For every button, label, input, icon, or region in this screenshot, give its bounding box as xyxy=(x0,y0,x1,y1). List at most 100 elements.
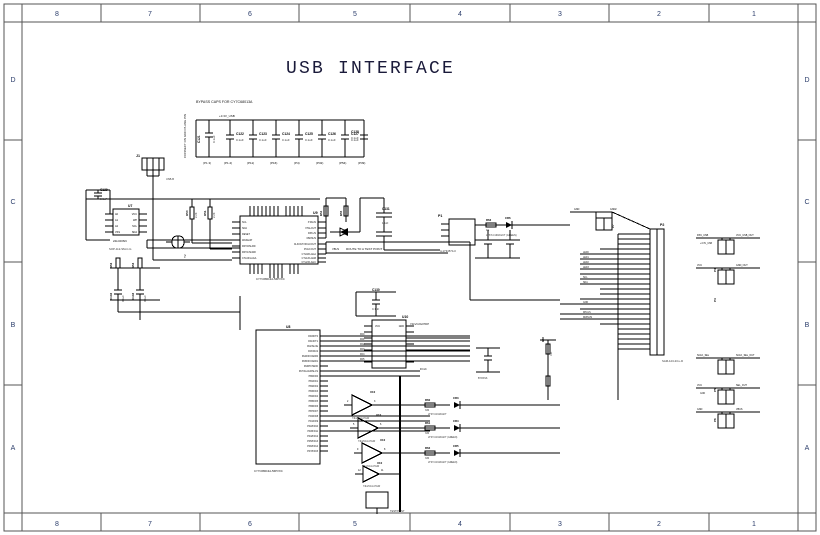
border-col-4-top: 4 xyxy=(458,11,462,18)
u8-pin-10: PB2/FD2 xyxy=(309,386,319,388)
gate1-res-value: 330 xyxy=(425,432,430,435)
connector-P1-ref: P1 xyxy=(438,214,442,218)
buffer-gate-2: U10 9 8 74LVC1G17GW R62 330 CR5 LTST-C19… xyxy=(354,438,490,468)
p2-net-5: SDA xyxy=(583,281,588,284)
u9-pin-wakeup: WAKEUP xyxy=(242,239,253,242)
gate0-res-ref: R60 xyxy=(425,398,431,402)
u7-pin-sda: SDA xyxy=(132,231,137,234)
border-col-8-top: 8 xyxy=(55,11,59,18)
jumper-P6-right-net: SEL_OUT xyxy=(736,384,747,387)
gate3-out-pin: 11 xyxy=(381,469,384,472)
jumper-P4-right-net: GND_OUT xyxy=(736,264,748,267)
border-row-b-right: B xyxy=(805,322,810,329)
jumper-P8[interactable]: GND VBUS xyxy=(696,408,760,429)
bypass-cap-bank: BYPASS CAPS FOR CY7C68013A +3.3V_USB CON… xyxy=(183,100,368,165)
connector-P2[interactable]: P2 SAM-123-23-L-D LED0 LED1 LED2 LED3 SC… xyxy=(560,223,683,400)
jumper-P7[interactable]: P7 GND GND2 xyxy=(570,208,651,231)
capacitor-C124: C124 0.1uF (P16) xyxy=(270,120,290,165)
gate1-ref: U10 xyxy=(376,413,382,417)
net-label-ifclk: IFCLK xyxy=(420,368,427,371)
cap-C130-value: 0.1uF xyxy=(372,307,379,311)
border-col-2-top: 2 xyxy=(657,11,661,18)
u7-pin-scl: SCL xyxy=(132,225,137,228)
u9-pin-scl: SCL xyxy=(242,221,247,224)
cap-C125-ref: C125 xyxy=(305,132,313,136)
capacitor-C123: C123 0.1uF (P11) xyxy=(247,120,267,165)
net-label-fd2: FD2 xyxy=(360,343,365,346)
component-U8-ref: U8 xyxy=(286,325,290,329)
u8-pin-23: PD7/FD15 xyxy=(307,451,318,453)
u9-pin-xtalout: XTALOUT xyxy=(305,227,316,230)
p2-net-1: LED1 xyxy=(583,257,589,259)
jumper-P5-left-net: SCLK_SEL xyxy=(697,354,710,357)
cap-C128-net: (P39) xyxy=(358,161,365,165)
res-R50-value: 2.2K xyxy=(194,212,198,218)
border-row-a-right: A xyxy=(805,445,810,452)
cap-C123-ref: C123 xyxy=(259,132,267,136)
cap-C123-net: (P11) xyxy=(247,161,254,165)
buffer-gate-3: U10 12 11 74LVC1G17GW xyxy=(355,461,400,488)
diode-CR6-ref: CR6 xyxy=(505,216,511,220)
component-U9-ref: U9 xyxy=(313,211,318,215)
border-row-a-left: A xyxy=(11,445,16,452)
jumper-P4-left-net: VCC xyxy=(697,264,702,267)
net-label-fd1: FD1 xyxy=(360,338,365,341)
connector-J1-ref: J1 xyxy=(136,154,140,158)
u10-pin-gnd: GND xyxy=(399,325,405,328)
p1-decoupling xyxy=(475,230,520,259)
jumper-P5[interactable]: P5 SCLK_SEL SCLK_SEL_OUT xyxy=(696,354,760,392)
border-col-5-top: 5 xyxy=(353,11,357,18)
cap-C132-ref: C132 xyxy=(109,292,113,300)
component-U10: U10 74LVC2G07DP VCC GND C130 0.1uF xyxy=(355,288,429,369)
gate0-res-value: 330 xyxy=(425,409,430,412)
border-row-c-right: C xyxy=(804,199,809,206)
buffer-gate-1: U10 5 6 74LVC1G17GW R61 330 CR4 LTST-C19… xyxy=(350,413,490,443)
gate2-in-pin: 9 xyxy=(357,448,359,451)
crystal-Y2-ref: Y2 xyxy=(183,254,187,258)
u8-pin-15: PB7/FD7 xyxy=(309,411,319,413)
border-column-ticks xyxy=(100,4,710,531)
u9-pin-clkout: CLKOUT/IFCLKOUT xyxy=(294,243,317,246)
gate1-diode-part: LTST-C191KGKT (GREEN) xyxy=(428,436,457,439)
gate0-part: 74LVC1G17GW xyxy=(352,417,370,420)
u10-pin-vcc: VCC xyxy=(375,325,380,328)
border-row-c-left: C xyxy=(10,199,15,206)
cap-C123-value: 0.1uF xyxy=(259,138,267,142)
border-col-1-top: 1 xyxy=(752,11,756,18)
jumper-P3-right-net: VCC_USB_OUT xyxy=(736,234,754,237)
connector-J1[interactable]: J1 USB-B xyxy=(136,154,174,192)
res-R55-ref: R55 xyxy=(339,210,343,216)
interconnect-wires xyxy=(118,197,560,454)
component-U9-part: CY7C68013A-56PVXC xyxy=(256,277,285,281)
cap-C124-value: 0.1uF xyxy=(282,138,290,142)
jumper-P6-left-net: VCC xyxy=(697,384,702,387)
pulldown-res-ref: R58 xyxy=(541,337,545,342)
cap-C127-value: 0.1uF xyxy=(351,138,359,142)
jumper-P4[interactable]: P4 VCC GND_OUT xyxy=(696,264,760,302)
gate2-diode-ref: CR5 xyxy=(453,444,459,448)
cap-C128-value: 0.1uF xyxy=(351,136,359,140)
right-net-label-1: GND xyxy=(700,393,705,395)
u8-pin-22: PD6/FD14 xyxy=(307,446,318,448)
connector-J1-part: USB-B xyxy=(166,177,174,181)
cap-C126-net: (P32) xyxy=(316,161,323,165)
cap-C129-ref: C129 xyxy=(100,188,108,192)
p2-net-0: LED0 xyxy=(583,252,589,254)
jumper-P3[interactable]: P3 RSV_USB VCC_USB_OUT xyxy=(696,234,760,272)
capacitor-C129: C129 0.1uF xyxy=(86,188,110,201)
component-U7-part: 24LC00SN xyxy=(113,239,127,243)
u8-pin-3: PA3/WU2 xyxy=(308,350,319,353)
border-row-b-left: B xyxy=(11,322,16,329)
u7-pin-vcc: VCC xyxy=(132,213,137,216)
bottom-test-block: TESTPOINT xyxy=(365,491,405,514)
u7-pin-a0: A0 xyxy=(115,213,119,216)
border-col-5-bottom: 5 xyxy=(353,521,357,528)
cap-C131-value: 10uF xyxy=(382,221,389,225)
jumper-P6[interactable]: P6 VCC SEL_OUT xyxy=(696,384,760,422)
bypass-vertical-note: CONNECT ON GND PLANE PIN xyxy=(183,114,187,158)
p2-net-7: DPLUS xyxy=(583,312,591,314)
right-net-labels: +3.3V_USB GND xyxy=(700,243,713,395)
u9-pin-pclk: PCLK/OUT xyxy=(304,248,316,251)
u7-pin-a2: A2 xyxy=(115,225,119,228)
